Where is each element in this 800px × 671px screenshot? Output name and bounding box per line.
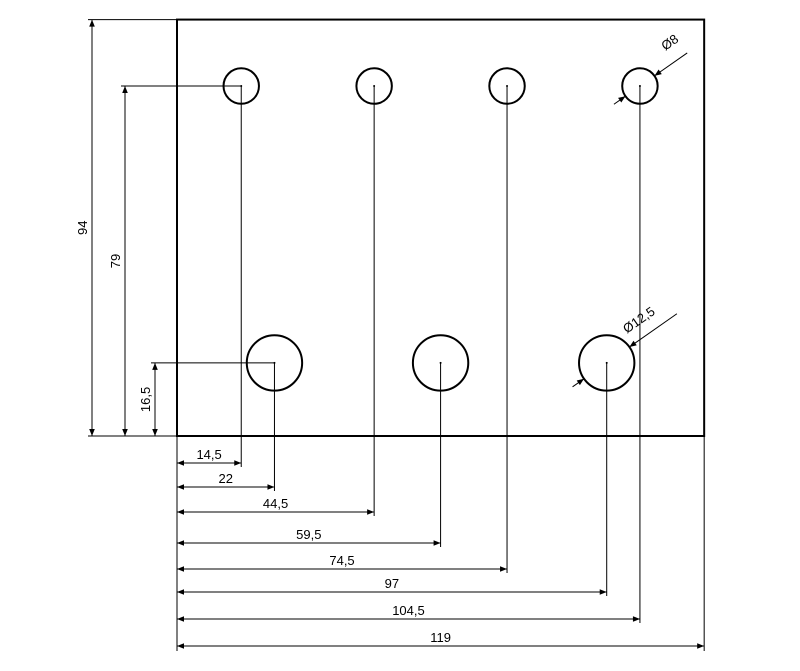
hole-layer xyxy=(222,67,659,392)
dimension-layer xyxy=(88,19,705,651)
dim-label-h-14-5: 14,5 xyxy=(196,447,221,462)
diameter-label-small: Ø8 xyxy=(658,31,681,53)
diameter-leader-large-arrow-b xyxy=(629,313,678,348)
diameter-leader-small-arrow-b xyxy=(654,52,688,77)
dim-label-v-94: 94 xyxy=(75,221,90,235)
dim-label-h-104-5: 104,5 xyxy=(392,603,425,618)
dim-label-v-16-5: 16,5 xyxy=(138,387,153,412)
dim-label-h-44-5: 44,5 xyxy=(263,496,288,511)
dim-label-h-119: 119 xyxy=(430,630,451,645)
diameter-leader-small-arrow-a xyxy=(613,95,626,105)
dim-label-h-59-5: 59,5 xyxy=(296,527,321,542)
dim-label-h-74-5: 74,5 xyxy=(329,553,354,568)
diameter-leader-large-arrow-a xyxy=(572,378,585,388)
label-layer: 14,5 22 44,5 59,5 74,5 97 104,5 119 94 7… xyxy=(75,31,681,645)
dim-label-v-79: 79 xyxy=(108,254,123,268)
dim-label-h-22: 22 xyxy=(218,471,232,486)
dim-label-h-97: 97 xyxy=(385,576,399,591)
